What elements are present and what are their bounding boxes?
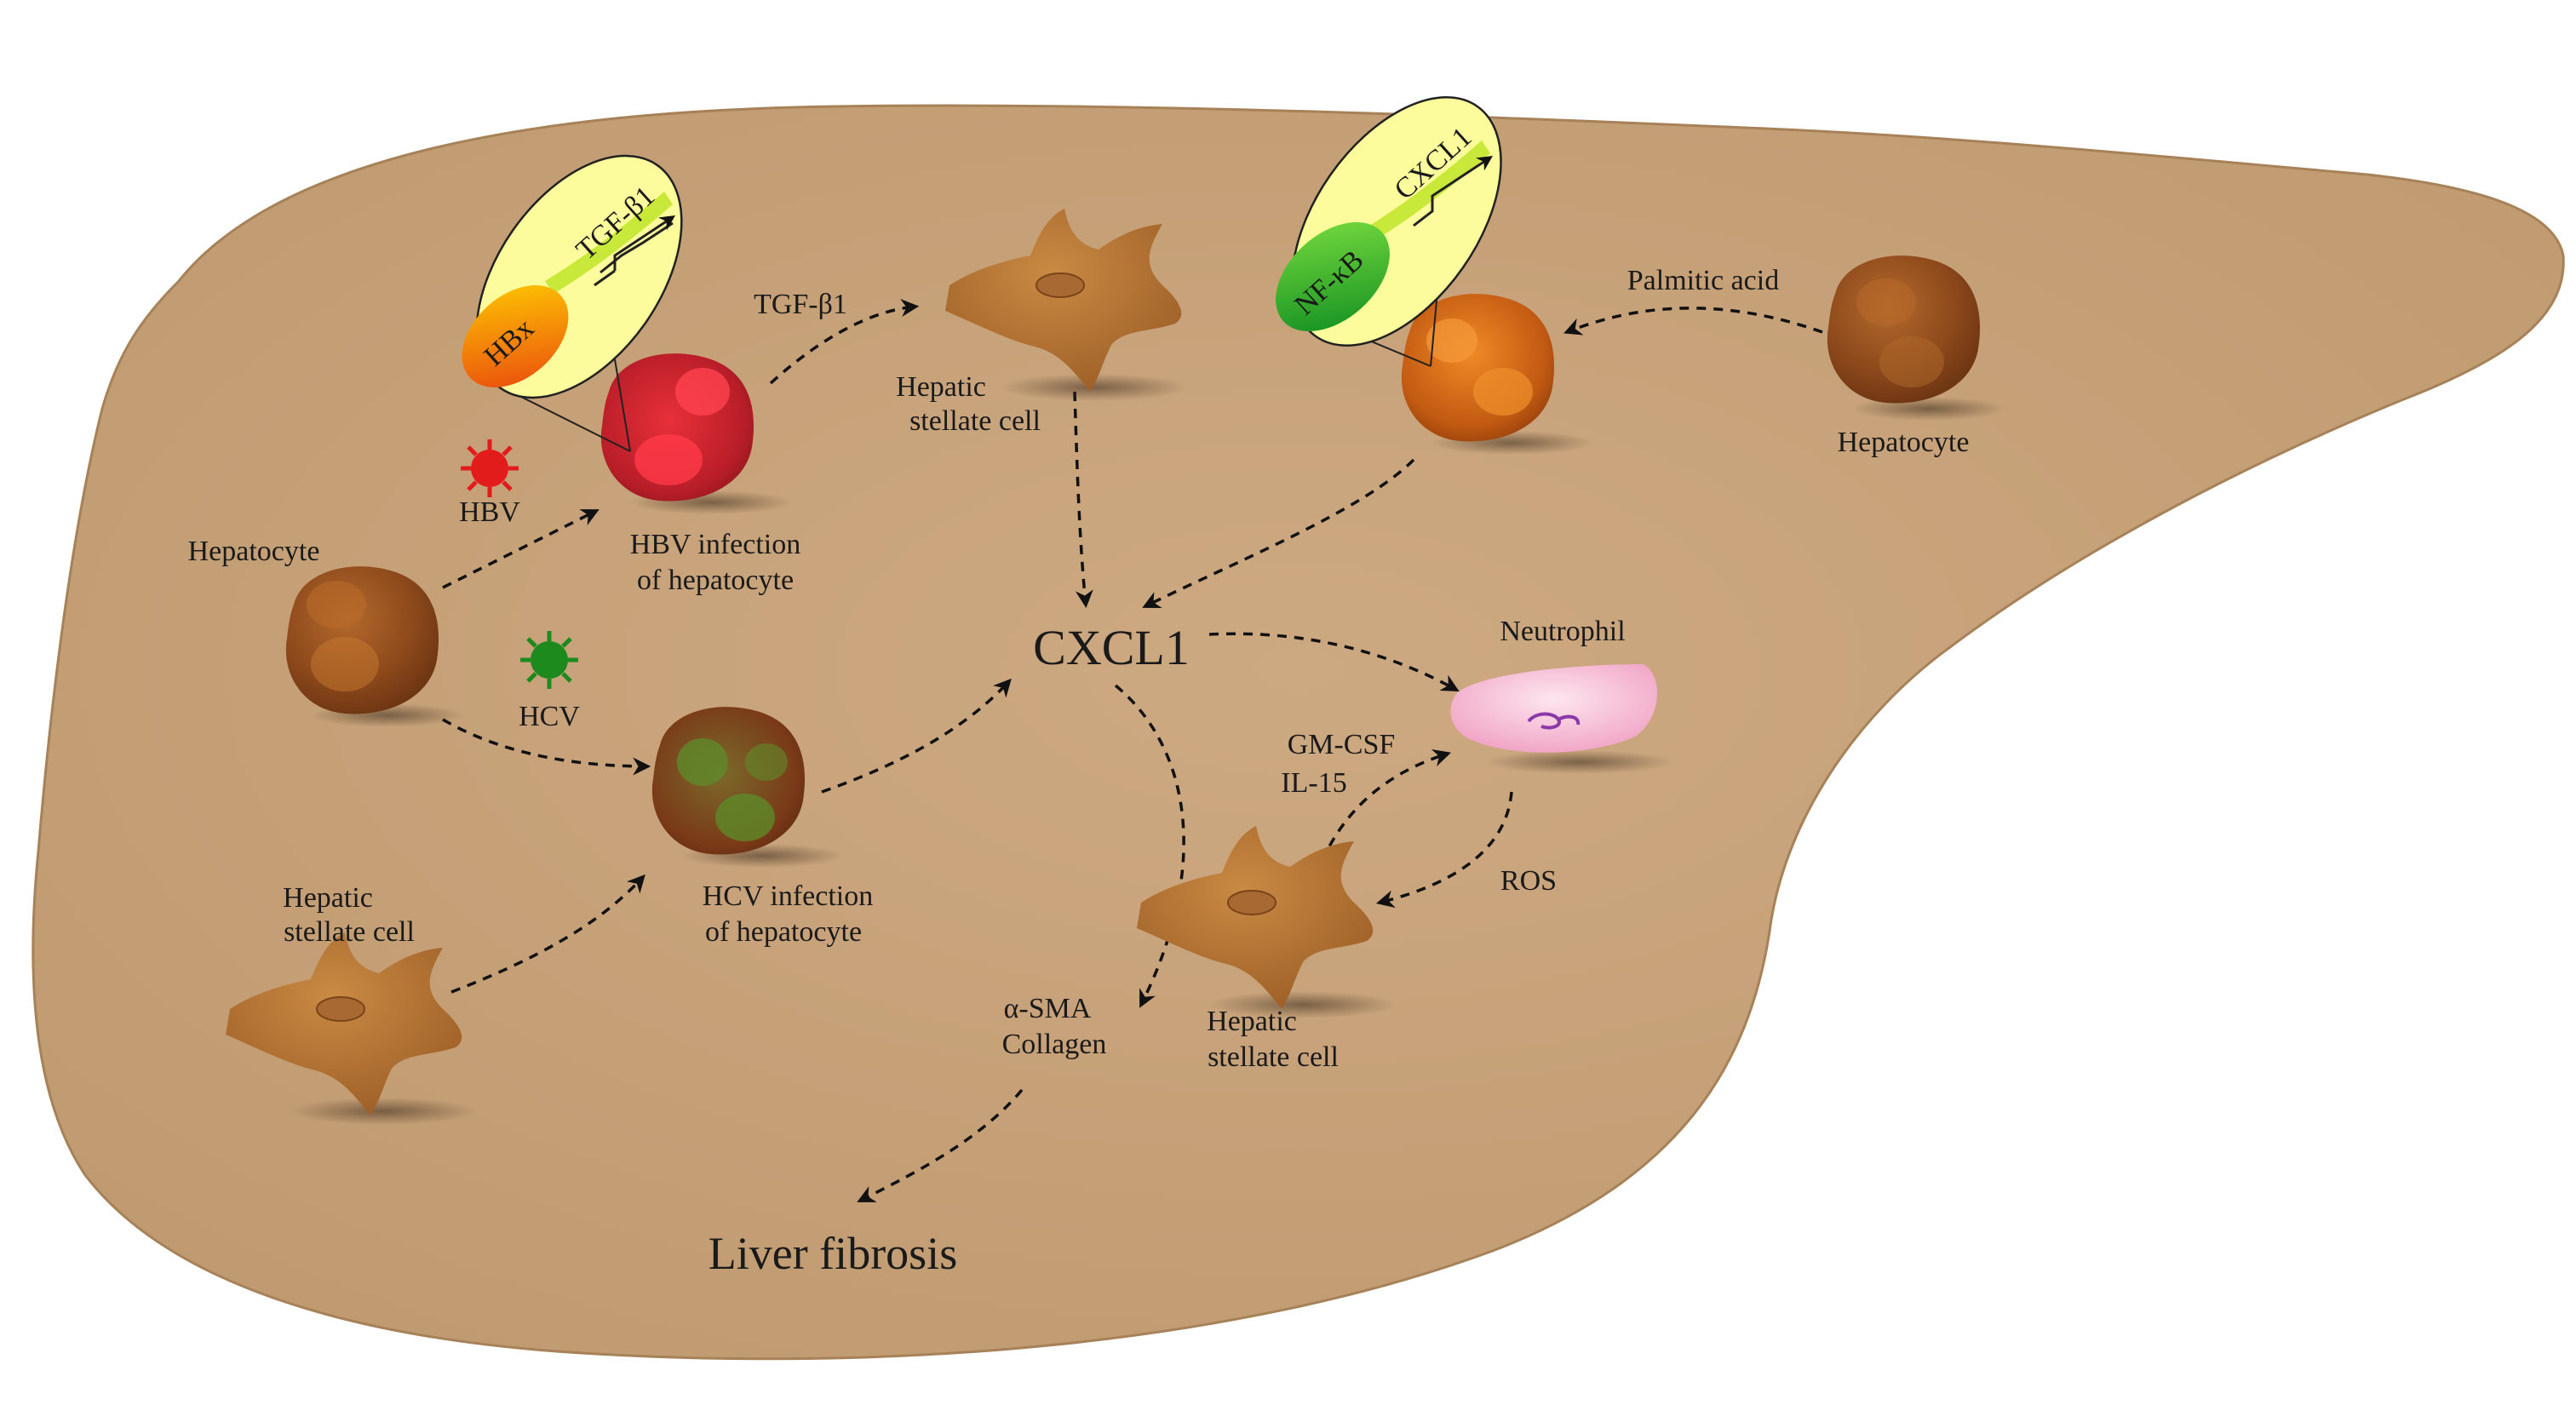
- neutrophil-icon: [1450, 664, 1673, 774]
- arrow-cxcl1-to-neutrophil: [1208, 632, 1460, 692]
- arrow-orange-hep-to-cxcl1: [1142, 458, 1415, 608]
- hcv-infection-label-line2: of hepatocyte: [705, 916, 862, 948]
- virus-icon: [520, 631, 578, 689]
- hsc-left-label-line1: Hepatic: [283, 882, 373, 914]
- hbv-infection-label-line2: of hepatocyte: [637, 565, 794, 596]
- arrow-palmitic-acid: [1563, 307, 1823, 335]
- hepatocyte-left-label: Hepatocyte: [188, 536, 320, 567]
- neutrophil-label: Neutrophil: [1500, 616, 1625, 647]
- hcv-infected-hepatocyte-icon: [651, 707, 843, 868]
- il15-label: IL-15: [1281, 767, 1346, 799]
- hsc-top-label-line1: Hepatic: [896, 371, 986, 403]
- liver-fibrosis-label: Liver fibrosis: [709, 1228, 957, 1279]
- virus-icon: [461, 439, 519, 497]
- arrow-hcv-to-cxcl1: [821, 678, 1012, 794]
- hepatic-stellate-cell-icon: [226, 932, 477, 1125]
- activated-hepatocyte-icon: [1401, 294, 1592, 455]
- hepatic-stellate-cell-icon: [945, 209, 1188, 401]
- hepatocyte-right-label: Hepatocyte: [1838, 427, 1970, 458]
- hsc-bottom-label-line1: Hepatic: [1207, 1006, 1297, 1037]
- hsc-top-label-line2: stellate cell: [909, 405, 1041, 437]
- arrow-hepatocyte-to-hcv: [442, 718, 651, 776]
- arrow-hbv-tgfb1-to-hsc: [769, 299, 920, 385]
- ros-label: ROS: [1500, 865, 1557, 897]
- arrow-hepatocyte-to-hbv: [442, 509, 600, 589]
- palmitic-acid-label: Palmitic acid: [1627, 265, 1779, 296]
- collagen-label: Collagen: [1002, 1029, 1107, 1060]
- hcv-label: HCV: [519, 701, 580, 732]
- arrow-cxcl1-to-asma: [1114, 684, 1185, 1008]
- cxcl1-center-label: CXCL1: [1033, 620, 1190, 675]
- hbv-label: HBV: [459, 496, 520, 528]
- hcv-infection-label-line1: HCV infection: [703, 880, 874, 912]
- hsc-bottom-label-line2: stellate cell: [1208, 1041, 1339, 1073]
- hepatocyte-icon: [1827, 255, 2005, 421]
- hepatocyte-icon: [285, 566, 464, 727]
- arrow-asma-to-fibrosis: [857, 1088, 1024, 1202]
- hepatic-stellate-cell-icon: [1137, 826, 1397, 1018]
- arrow-neutrophil-to-hsc: [1375, 791, 1513, 909]
- gene-inset-icon: [462, 154, 683, 452]
- tgfb1-arrow-label: TGF-β1: [754, 289, 847, 320]
- hbv-infection-label-line1: HBV infection: [630, 529, 801, 560]
- arrow-hsc-top-to-cxcl1: [1073, 391, 1093, 609]
- gm-csf-label: GM-CSF: [1288, 729, 1396, 760]
- asma-label: α-SMA: [1004, 993, 1092, 1024]
- hbv-infected-hepatocyte-icon: [600, 353, 792, 514]
- gene-inset-icon: [1276, 96, 1502, 367]
- hsc-left-label-line2: stellate cell: [284, 916, 415, 948]
